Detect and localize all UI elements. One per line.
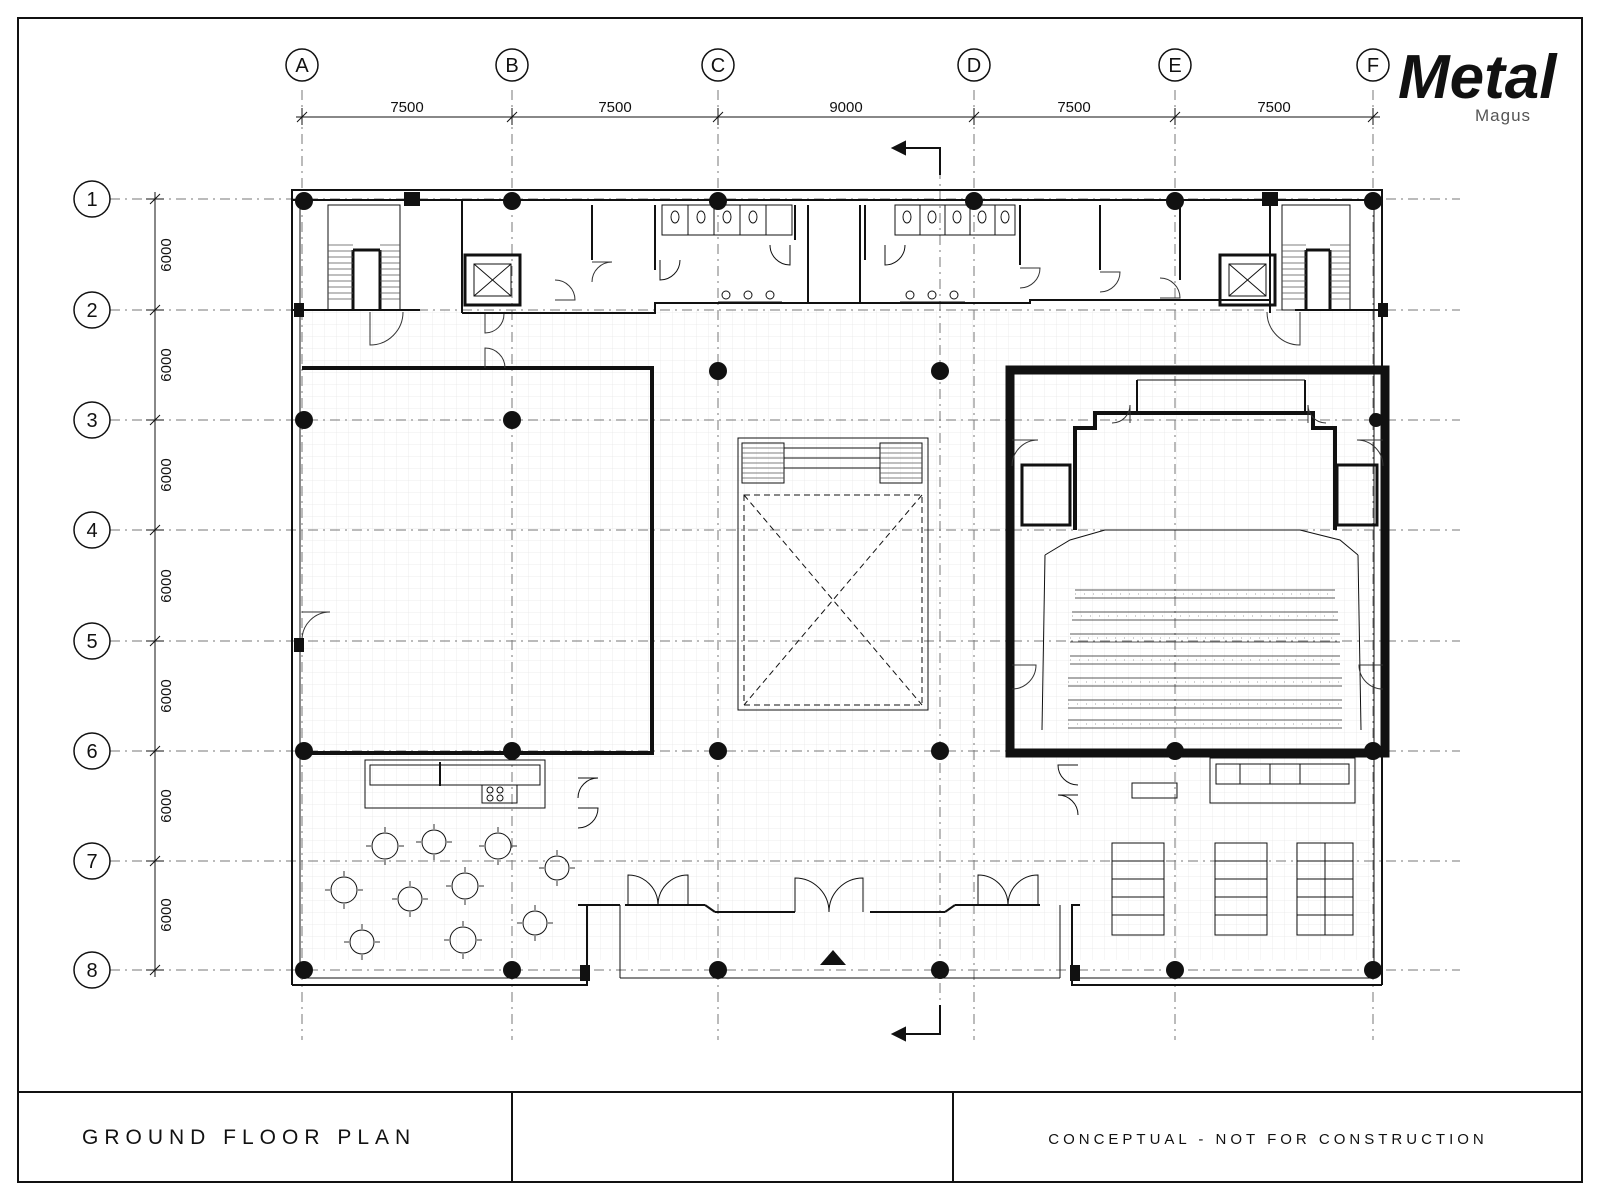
grid-label-b: B bbox=[505, 55, 518, 77]
grid-label-3: 3 bbox=[86, 410, 97, 432]
auditorium-seating bbox=[1068, 589, 1342, 729]
washroom-right bbox=[884, 204, 1016, 303]
grid-label-c: C bbox=[711, 55, 725, 77]
lobby-entrance bbox=[577, 764, 1079, 913]
column-grid-bubbles: A B C D E F bbox=[285, 48, 1390, 82]
grid-label-7: 7 bbox=[86, 851, 97, 873]
dim-label-c-d: 9000 bbox=[829, 99, 862, 116]
svg-text:Magus: Magus bbox=[1475, 106, 1531, 125]
grid-bubble-row-6: 6 bbox=[73, 732, 111, 770]
sheet-border bbox=[17, 17, 1583, 1183]
grid-label-a: A bbox=[295, 55, 309, 77]
grid-label-8: 8 bbox=[86, 960, 97, 982]
grid-bubble-row-3: 3 bbox=[73, 401, 111, 439]
dim-label-2-3: 6000 bbox=[158, 348, 175, 381]
left-hall bbox=[301, 347, 654, 755]
grid-bubble-col-f: F bbox=[1356, 48, 1390, 82]
grid-bubble-row-5: 5 bbox=[73, 622, 111, 660]
auditorium-doors bbox=[1011, 404, 1384, 690]
drawing-title: GROUND FLOOR PLAN bbox=[82, 1126, 416, 1149]
metal-magus-logo: Metal Magus bbox=[1398, 43, 1558, 125]
office-furniture bbox=[1111, 757, 1356, 936]
svg-text:Metal: Metal bbox=[1398, 43, 1558, 112]
cafe-tables bbox=[325, 824, 575, 960]
grid-bubble-col-b: B bbox=[495, 48, 529, 82]
floor-tile-hatch bbox=[300, 310, 1370, 960]
section-marker-top bbox=[890, 140, 941, 175]
dim-label-e-f: 7500 bbox=[1257, 99, 1290, 116]
grid-bubble-col-e: E bbox=[1158, 48, 1192, 82]
dim-label-6-7: 6000 bbox=[158, 789, 175, 822]
grid-bubble-row-8: 8 bbox=[73, 951, 111, 989]
grid-bubble-col-a: A bbox=[285, 48, 319, 82]
elevator-right bbox=[1218, 253, 1277, 307]
grid-label-d: D bbox=[967, 55, 981, 77]
grid-label-f: F bbox=[1367, 55, 1379, 77]
grid-bubble-col-c: C bbox=[701, 48, 735, 82]
kitchen-counter bbox=[364, 759, 546, 809]
auditorium bbox=[1005, 365, 1390, 758]
section-marker-bottom bbox=[890, 1005, 941, 1042]
entrance-arrow-icon bbox=[820, 950, 846, 965]
grid-label-2: 2 bbox=[86, 300, 97, 322]
grid-bubble-row-7: 7 bbox=[73, 842, 111, 880]
grid-label-e: E bbox=[1168, 55, 1181, 77]
dim-label-7-8: 6000 bbox=[158, 898, 175, 931]
dim-label-a-b: 7500 bbox=[390, 99, 423, 116]
title-block bbox=[18, 1091, 1582, 1182]
stair-right bbox=[1266, 204, 1351, 346]
grid-label-6: 6 bbox=[86, 741, 97, 763]
dim-label-3-4: 6000 bbox=[158, 458, 175, 491]
dim-label-1-2: 6000 bbox=[158, 238, 175, 271]
washroom-left bbox=[659, 204, 793, 303]
grid-bubble-row-1: 1 bbox=[73, 180, 111, 218]
dim-label-5-6: 6000 bbox=[158, 679, 175, 712]
row-dimension-string bbox=[146, 192, 164, 977]
dim-label-b-c: 7500 bbox=[598, 99, 631, 116]
construction-note: CONCEPTUAL - NOT FOR CONSTRUCTION bbox=[1048, 1131, 1488, 1148]
core-doors bbox=[554, 261, 1181, 301]
atrium-void bbox=[737, 437, 929, 711]
grid-bubble-col-d: D bbox=[957, 48, 991, 82]
elevator-left bbox=[463, 253, 522, 334]
dim-label-4-5: 6000 bbox=[158, 569, 175, 602]
grid-label-4: 4 bbox=[86, 520, 97, 542]
grid-label-5: 5 bbox=[86, 631, 97, 653]
structural-columns bbox=[294, 192, 1388, 981]
exterior-walls bbox=[291, 189, 1383, 986]
dim-label-d-e: 7500 bbox=[1057, 99, 1090, 116]
grid-bubble-row-2: 2 bbox=[73, 291, 111, 329]
stair-left bbox=[327, 204, 404, 346]
row-grid-bubbles: 1 2 3 4 5 6 7 8 bbox=[73, 180, 111, 989]
grid-label-1: 1 bbox=[86, 189, 97, 211]
grid-bubble-row-4: 4 bbox=[73, 511, 111, 549]
column-dimension-string bbox=[296, 108, 1380, 125]
